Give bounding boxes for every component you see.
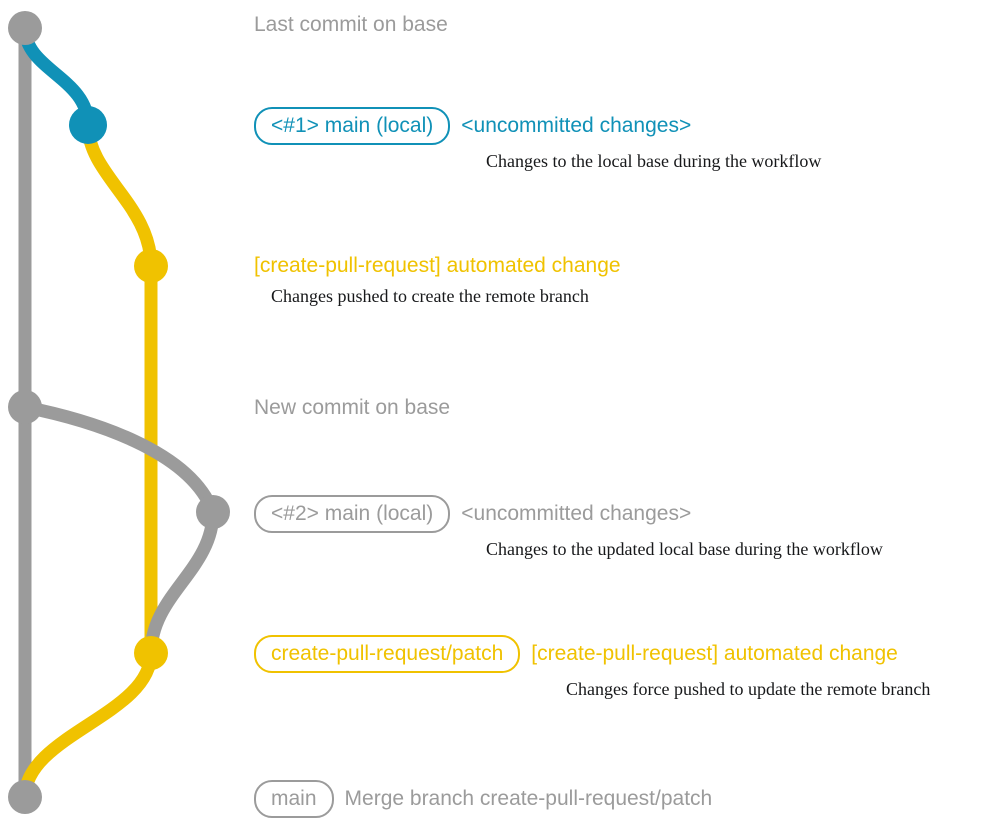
annotation-new-commit-on-base: New commit on base [254,395,450,421]
annotation-local-2: <#2> main (local) <uncommitted changes> … [254,495,883,560]
caption-automated-change-2: Changes force pushed to update the remot… [566,679,931,699]
commit-node-local-2[interactable] [196,495,230,529]
caption-local-1: Changes to the local base during the wor… [486,151,822,171]
commit-message-new-commit-on-base: New commit on base [254,396,451,419]
commit-message-automated-change-1: [create-pull-request] automated change [254,254,621,277]
commit-message-local-2: <uncommitted changes> [461,502,692,525]
commit-node-local-1[interactable] [69,106,107,144]
ref-row-patch-2: create-pull-request/patch [create-pull-r… [254,635,930,673]
caption-automated-change-1: Changes pushed to create the remote bran… [271,286,589,306]
branch-pill-main[interactable]: main [254,780,334,818]
branch-pill-local-1[interactable]: <#1> main (local) [254,107,451,145]
branch-pill-local-2[interactable]: <#2> main (local) [254,495,451,533]
commit-message-local-1: <uncommitted changes> [461,114,692,137]
commit-node-patch-1[interactable] [134,249,168,283]
caption-local-2: Changes to the updated local base during… [486,539,883,559]
ref-row-merge: main Merge branch create-pull-request/pa… [254,780,712,818]
annotation-local-1: <#1> main (local) <uncommitted changes> … [254,107,821,172]
annotation-automated-change-2: create-pull-request/patch [create-pull-r… [254,635,930,700]
commit-node-base-new[interactable] [8,390,42,424]
commit-message-merge: Merge branch create-pull-request/patch [344,787,713,810]
branch-pill-create-pull-request-patch[interactable]: create-pull-request/patch [254,635,521,673]
annotation-automated-change-1: [create-pull-request] automated change C… [254,253,621,307]
git-graph [8,11,230,814]
ref-row-local-1: <#1> main (local) <uncommitted changes> [254,107,821,145]
commit-message-last-commit-on-base: Last commit on base [254,13,448,36]
annotation-last-commit-on-base: Last commit on base [254,12,448,38]
commit-node-patch-2[interactable] [134,636,168,670]
commit-message-automated-change-2: [create-pull-request] automated change [531,642,898,665]
ref-row-local-2: <#2> main (local) <uncommitted changes> [254,495,883,533]
edge-patch-2-to-merge [18,646,158,804]
commit-node-base-merge[interactable] [8,780,42,814]
commit-node-base-last[interactable] [8,11,42,45]
annotation-merge: main Merge branch create-pull-request/pa… [254,780,712,818]
edge-base-new-to-local-2 [18,400,220,519]
edge-local-1-to-patch-1 [81,118,158,273]
edge-local-2-to-patch-2 [144,505,220,660]
